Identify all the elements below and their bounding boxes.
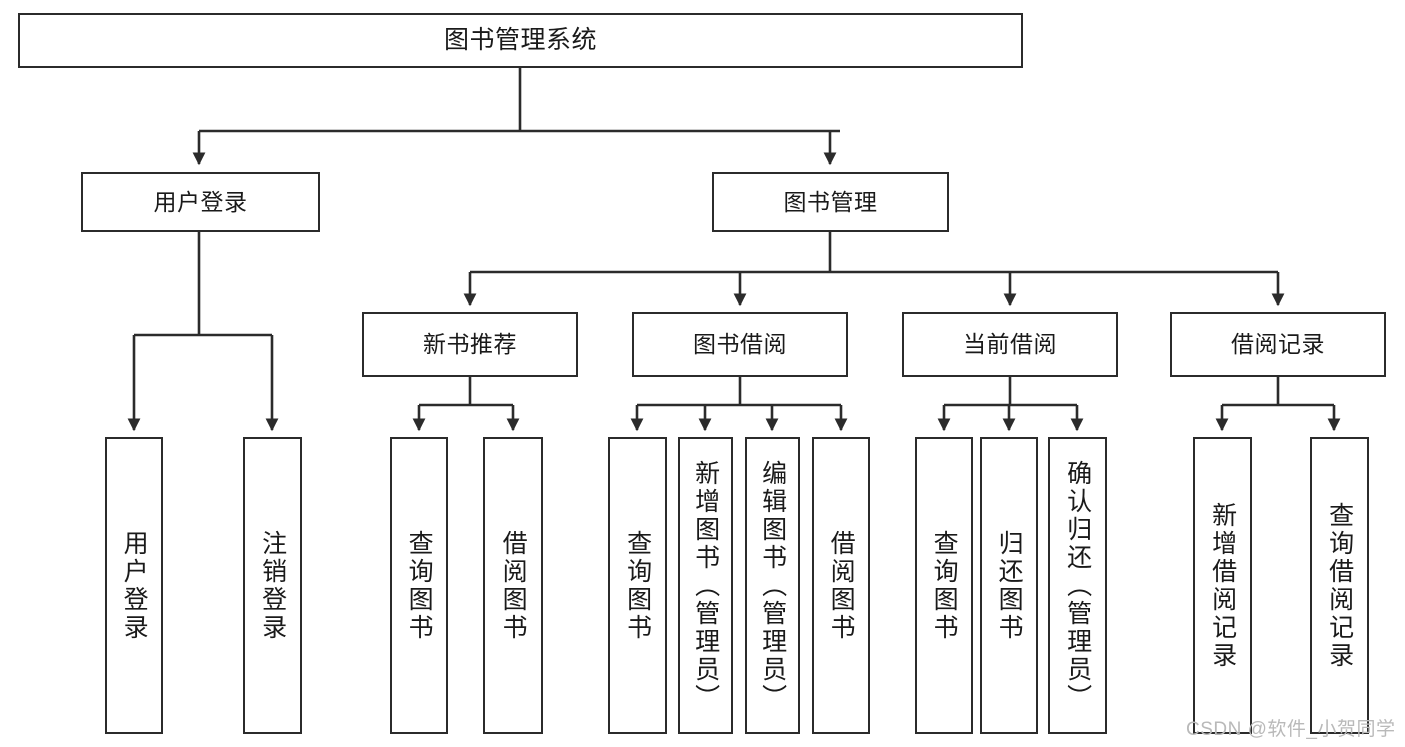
node-leaf-return-book[interactable]: 归还图书 [980, 437, 1038, 734]
node-label: 归还图书 [995, 529, 1024, 642]
node-label: 查询图书 [405, 529, 434, 642]
node-new-book-recommend[interactable]: 新书推荐 [362, 312, 578, 377]
node-leaf-user-login[interactable]: 用户登录 [105, 437, 163, 734]
node-leaf-add-book[interactable]: 新增图书（管理员） [678, 437, 733, 734]
node-borrow-record[interactable]: 借阅记录 [1170, 312, 1386, 377]
node-leaf-query-borrow-record[interactable]: 查询借阅记录 [1310, 437, 1369, 734]
node-label: 注销登录 [258, 529, 287, 642]
node-label: 当前借阅 [963, 331, 1057, 358]
node-leaf-query-book-2[interactable]: 查询图书 [608, 437, 667, 734]
node-label: 新增借阅记录 [1208, 501, 1237, 670]
node-leaf-borrow-book-1[interactable]: 借阅图书 [483, 437, 543, 734]
node-label: 查询借阅记录 [1325, 501, 1354, 670]
node-book-borrow[interactable]: 图书借阅 [632, 312, 848, 377]
node-book-management[interactable]: 图书管理 [712, 172, 949, 232]
node-leaf-edit-book[interactable]: 编辑图书（管理员） [745, 437, 800, 734]
node-label: 查询图书 [930, 529, 959, 642]
node-leaf-confirm-return[interactable]: 确认归还（管理员） [1048, 437, 1107, 734]
node-label: 用户登录 [153, 188, 248, 215]
node-label: 图书借阅 [693, 331, 787, 358]
node-label: 借阅图书 [827, 529, 856, 642]
node-label: 用户登录 [120, 529, 149, 642]
node-label: 编辑图书（管理员） [758, 459, 787, 712]
node-label: 图书管理系统 [443, 26, 597, 55]
node-current-borrow[interactable]: 当前借阅 [902, 312, 1118, 377]
node-book-management-system[interactable]: 图书管理系统 [18, 13, 1023, 68]
node-label: 新增图书（管理员） [691, 459, 720, 712]
node-label: 查询图书 [623, 529, 652, 642]
node-leaf-borrow-book-2[interactable]: 借阅图书 [812, 437, 870, 734]
node-label: 确认归还（管理员） [1063, 459, 1092, 712]
node-leaf-add-borrow-record[interactable]: 新增借阅记录 [1193, 437, 1252, 734]
node-label: 新书推荐 [423, 331, 517, 358]
node-label: 图书管理 [783, 188, 878, 215]
node-leaf-query-book-1[interactable]: 查询图书 [390, 437, 448, 734]
node-leaf-query-book-3[interactable]: 查询图书 [915, 437, 973, 734]
node-label: 借阅记录 [1231, 331, 1325, 358]
node-user-login[interactable]: 用户登录 [81, 172, 320, 232]
node-label: 借阅图书 [499, 529, 528, 642]
node-leaf-user-logout[interactable]: 注销登录 [243, 437, 302, 734]
